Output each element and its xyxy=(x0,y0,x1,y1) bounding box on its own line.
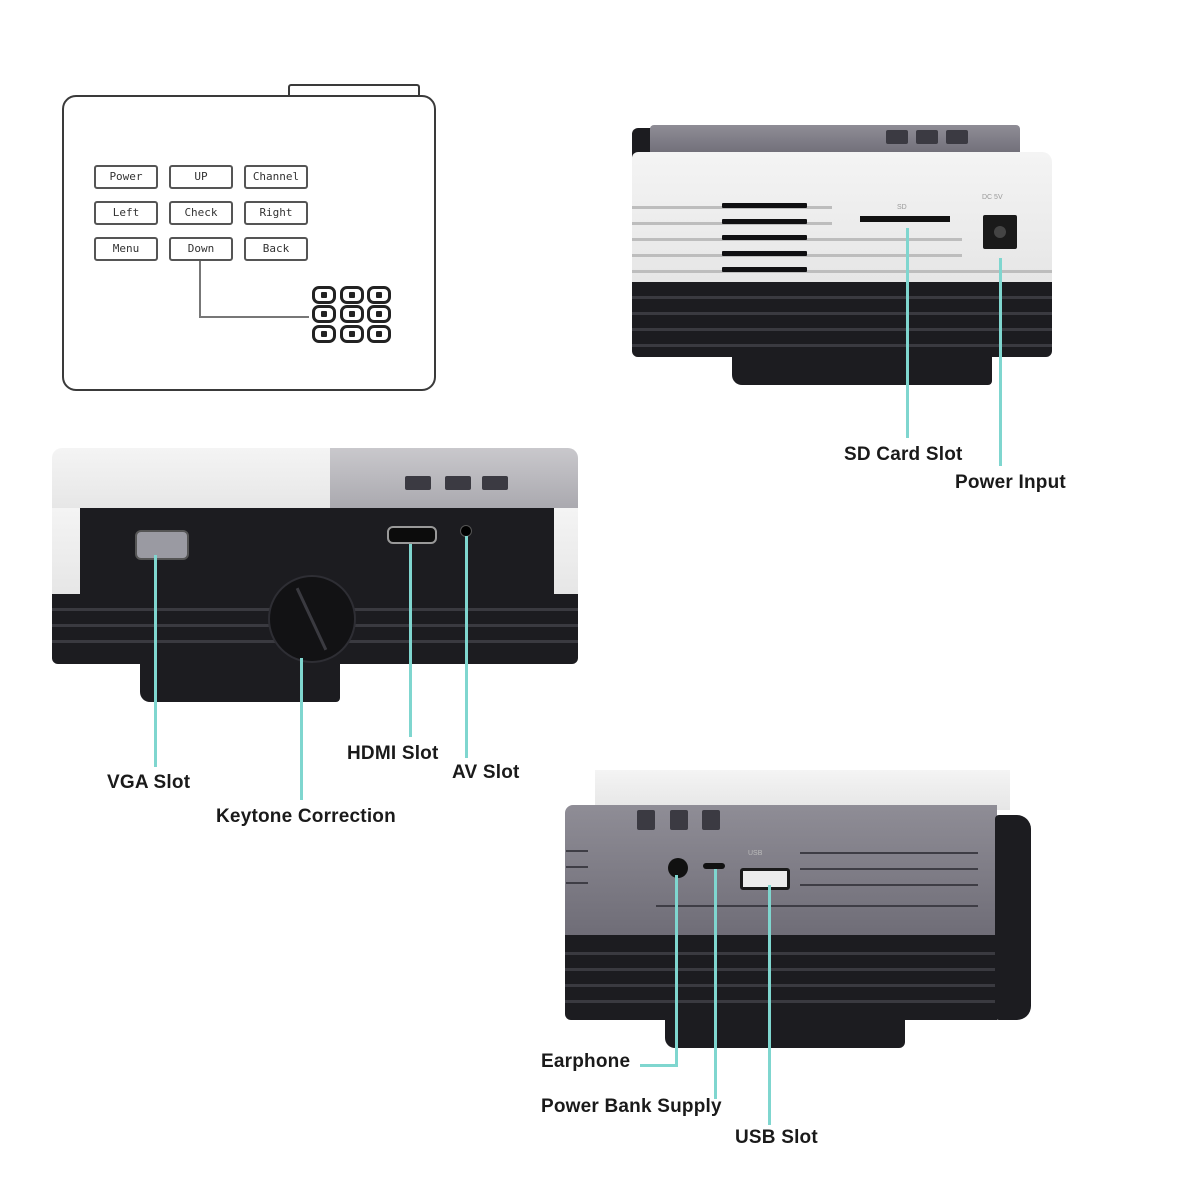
keystone-leader-line xyxy=(300,658,303,800)
keypad-label-power: Power xyxy=(94,165,158,189)
label-keytone-correction: Keytone Correction xyxy=(216,806,396,827)
lens-barrel xyxy=(995,815,1031,1020)
top-key-icon xyxy=(670,810,688,830)
label-power-bank-supply: Power Bank Supply xyxy=(541,1096,722,1117)
label-hdmi-slot: HDMI Slot xyxy=(347,743,439,764)
physical-key-icon xyxy=(367,325,391,343)
base-foot xyxy=(140,662,340,702)
physical-key-icon xyxy=(312,325,336,343)
top-key-icon xyxy=(405,476,431,490)
left-fins xyxy=(52,508,82,596)
top-key-icon xyxy=(886,130,908,144)
keypad-connector-horizontal xyxy=(199,316,309,318)
white-shell xyxy=(632,152,1052,282)
physical-key-icon xyxy=(340,305,364,323)
power-port-mark: DC 5V xyxy=(982,194,1003,201)
keypad-label-down: Down xyxy=(169,237,233,261)
white-top xyxy=(52,448,352,510)
label-av-slot: AV Slot xyxy=(452,762,520,783)
av-leader-line xyxy=(465,536,468,758)
sd-card-slot-icon xyxy=(860,216,950,222)
keypad-label-menu: Menu xyxy=(94,237,158,261)
physical-key-icon xyxy=(312,305,336,323)
keypad-label-up: UP xyxy=(169,165,233,189)
vent-slot xyxy=(722,219,807,224)
physical-key-icon xyxy=(367,305,391,323)
hdmi-port-icon xyxy=(387,526,437,544)
sd-leader-line xyxy=(906,228,909,438)
label-power-input: Power Input xyxy=(955,472,1066,493)
usb-port-icon xyxy=(740,868,790,890)
top-key-icon xyxy=(946,130,968,144)
top-key-icon xyxy=(916,130,938,144)
label-vga-slot: VGA Slot xyxy=(107,772,191,793)
earphone-leader-horizontal xyxy=(640,1064,678,1067)
earphone-jack-icon xyxy=(668,858,688,878)
earphone-leader-line xyxy=(675,875,678,1067)
hdmi-leader-line xyxy=(409,544,412,737)
physical-key-icon xyxy=(340,286,364,304)
keystone-knob-icon xyxy=(268,575,356,663)
physical-key-icon xyxy=(312,286,336,304)
physical-key-icon xyxy=(340,325,364,343)
keypad-label-channel: Channel xyxy=(244,165,308,189)
usb-port-mark: USB xyxy=(748,850,763,857)
keypad-label-check: Check xyxy=(169,201,233,225)
label-usb-slot: USB Slot xyxy=(735,1127,818,1148)
keypad-label-back: Back xyxy=(244,237,308,261)
vent-slot xyxy=(722,251,807,256)
white-top xyxy=(595,770,1010,810)
keypad-label-right: Right xyxy=(244,201,308,225)
black-lower xyxy=(565,935,997,1020)
vent-slot xyxy=(722,203,807,208)
panel-tab xyxy=(288,84,420,96)
micro-usb-port-icon xyxy=(703,863,725,869)
base-foot xyxy=(732,355,992,385)
sd-port-mark: SD xyxy=(897,204,907,211)
vent-slot xyxy=(722,267,807,272)
right-fins xyxy=(552,508,578,596)
top-key-icon xyxy=(445,476,471,490)
physical-key-icon xyxy=(367,286,391,304)
label-earphone: Earphone xyxy=(541,1051,631,1072)
vga-leader-line xyxy=(154,555,157,767)
power-leader-line xyxy=(999,258,1002,466)
usb-leader-line xyxy=(768,885,771,1125)
label-sd-card-slot: SD Card Slot xyxy=(844,444,963,465)
vent-slot xyxy=(722,235,807,240)
keypad-connector-vertical xyxy=(199,261,201,318)
power-jack-icon xyxy=(983,215,1017,249)
base-foot xyxy=(665,1018,905,1048)
top-key-icon xyxy=(702,810,720,830)
top-key-icon xyxy=(482,476,508,490)
top-key-icon xyxy=(637,810,655,830)
vga-port-icon xyxy=(135,530,189,560)
keypad-label-left: Left xyxy=(94,201,158,225)
power-bank-leader-line xyxy=(714,869,717,1099)
